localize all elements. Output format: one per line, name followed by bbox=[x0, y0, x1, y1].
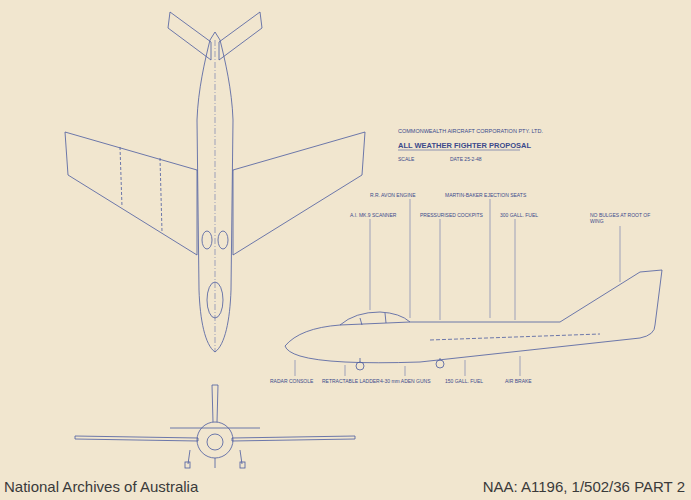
drawing-title: ALL WEATHER FIGHTER PROPOSAL bbox=[398, 141, 531, 150]
part-label: R.R. AVON ENGINE bbox=[370, 192, 415, 198]
part-label: AIR BRAKE bbox=[505, 378, 532, 384]
part-label: A.I. MK.9 SCANNER bbox=[350, 212, 396, 218]
scale-note: SCALE bbox=[398, 156, 414, 162]
archive-watermark: National Archives of Australia bbox=[4, 478, 198, 496]
front-view bbox=[75, 385, 355, 468]
part-label: 4-30 mm ADEN GUNS bbox=[380, 378, 431, 384]
part-label: RETRACTABLE LADDER bbox=[322, 378, 380, 384]
side-view bbox=[285, 270, 662, 370]
part-label: RADAR CONSOLE bbox=[270, 378, 313, 384]
part-label: MARTIN-BAKER EJECTION SEATS bbox=[445, 192, 526, 198]
part-label: NO BULGES AT ROOT OF WING bbox=[590, 212, 656, 224]
part-label: 150 GALL. FUEL bbox=[445, 378, 483, 384]
part-label: 300 GALL. FUEL bbox=[500, 212, 538, 218]
company-name: COMMONWEALTH AIRCRAFT CORPORATION PTY. L… bbox=[398, 128, 543, 135]
date-note: DATE 25-2-48 bbox=[450, 156, 482, 162]
plan-view bbox=[65, 12, 365, 352]
part-label: PRESSURISED COCKPITS bbox=[420, 212, 483, 218]
archive-reference: NAA: A1196, 1/502/36 PART 2 bbox=[483, 478, 685, 496]
leader-lines bbox=[295, 199, 620, 376]
